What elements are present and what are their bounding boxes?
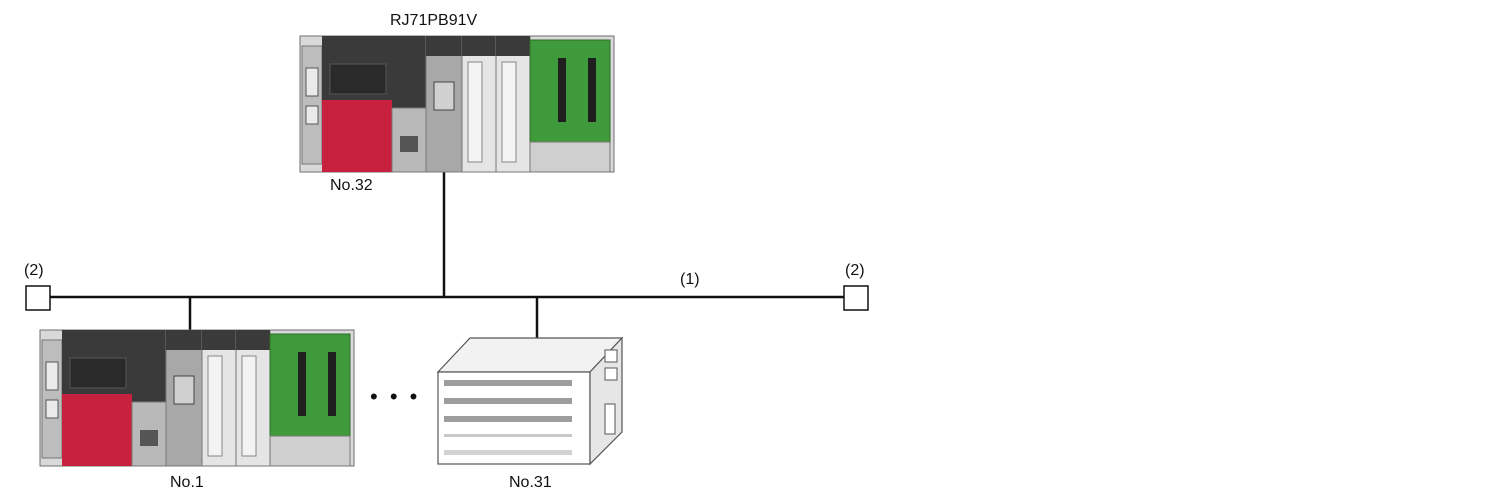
ellipsis: • • • [370,384,421,409]
master-plc-icon [299,35,615,173]
master-model-label: RJ71PB91V [390,12,478,29]
terminator-right-icon [843,285,869,311]
cable-callout: (1) [680,271,700,288]
terminator-callout: (2) [24,262,44,279]
master-station-label: No.32 [330,177,373,194]
remote-io-icon [436,336,624,466]
slave-station-label: No.31 [509,474,552,491]
terminator-left-icon [25,285,51,311]
slave-plc-icon [39,329,355,467]
slave-station-label: No.1 [170,474,204,491]
terminator-callout: (2) [845,262,865,279]
bus-cable [50,168,844,338]
